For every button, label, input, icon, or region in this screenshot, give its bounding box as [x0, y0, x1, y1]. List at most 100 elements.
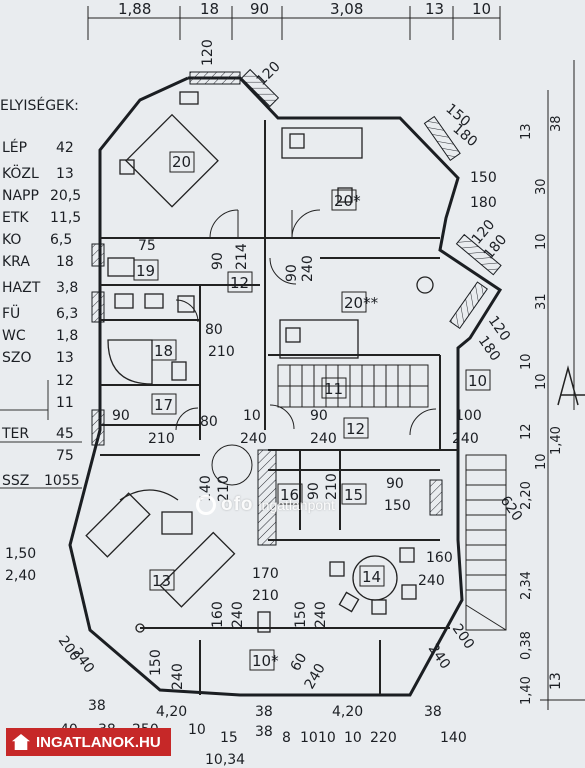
legend-name-5: KRA — [2, 254, 30, 270]
dim-24: 100 — [455, 408, 482, 424]
dim-42: 60 — [288, 651, 311, 674]
room-19: 19 — [136, 262, 155, 280]
dim-53: 10 — [188, 722, 206, 738]
outside-stair — [465, 454, 507, 631]
room-10-s: 10* — [252, 652, 279, 670]
dim-21: 240 — [240, 431, 267, 447]
right-dim-3: 10 — [534, 233, 549, 250]
legend-name-0: LÉP — [2, 139, 27, 156]
house-icon — [12, 734, 30, 750]
legend-val-4: 6,5 — [50, 232, 72, 248]
right-dim-9: 1,40 — [549, 426, 564, 455]
dim-16: 210 — [208, 344, 235, 360]
room-13: 13 — [152, 572, 171, 590]
dim-67: 210 — [324, 473, 340, 500]
dim-56: 8 — [282, 730, 291, 746]
room-11: 11 — [324, 380, 343, 398]
staircase — [277, 364, 429, 408]
dim-15: 80 — [205, 322, 223, 338]
right-dim-4: 31 — [534, 293, 549, 310]
top-dim-2: 18 — [200, 0, 219, 18]
right-dim-7: 12 — [519, 423, 534, 440]
furniture — [85, 91, 434, 633]
right-dim-1: 13 — [519, 123, 534, 140]
top-dimension-line — [87, 6, 501, 40]
legend-val-10: 12 — [56, 373, 74, 389]
dim-49: 38 — [255, 704, 273, 720]
dim-40: 160 — [426, 550, 453, 566]
north-arrow — [557, 365, 585, 406]
outer-walls — [68, 76, 503, 697]
right-dim-13: 1,40 — [519, 676, 534, 705]
dim-44: 150 — [148, 649, 164, 676]
dim-20: 10 — [243, 408, 261, 424]
room-20-e: 20** — [344, 294, 379, 312]
top-dimensions: 1,88 18 90 3,08 13 10 — [118, 0, 491, 18]
top-dim-1: 1,88 — [118, 0, 151, 18]
legend-val-1: 13 — [56, 166, 74, 182]
room-20-ne: 20* — [334, 192, 361, 210]
legend-val-13: 75 — [56, 448, 74, 464]
dim-34: 150 — [293, 601, 309, 628]
dim-11: 90 — [210, 252, 226, 270]
room-18: 18 — [154, 342, 173, 360]
dim-61: 38 — [424, 704, 442, 720]
dim-47: 38 — [88, 698, 106, 714]
dim-28: 1,50 — [5, 546, 36, 562]
dim-38: 200 — [449, 621, 477, 652]
dim-5: 180 — [470, 195, 497, 211]
dim-31: 210 — [252, 588, 279, 604]
top-dim-3: 90 — [250, 0, 269, 18]
legend-val-14: 1055 — [44, 473, 80, 489]
dim-17: 90 — [112, 408, 130, 424]
legend-val-11: 11 — [56, 395, 74, 411]
right-dim-6: 10 — [534, 373, 549, 390]
legend-val-5: 18 — [56, 254, 74, 270]
watermark-text-a: ofo — [221, 494, 254, 515]
inner-walls — [100, 120, 458, 695]
dim-25: 240 — [452, 431, 479, 447]
legend-val-6: 3,8 — [56, 280, 78, 296]
room-12-b: 12 — [346, 420, 365, 438]
room-20-nw: 20 — [172, 153, 191, 171]
brand-logo[interactable]: INGATLANOK.HU — [6, 728, 171, 756]
dim-69: 13 — [548, 672, 564, 690]
legend-val-7: 6,3 — [56, 306, 78, 322]
dim-13: 90 — [284, 264, 300, 282]
dim-54: 15 — [220, 730, 238, 746]
dim-19: 80 — [200, 414, 218, 430]
dim-45: 240 — [170, 663, 186, 690]
right-dimensions: 38 13 30 10 31 10 10 12 10 1,40 2,20 2,3… — [519, 115, 564, 705]
legend-val-0: 42 — [56, 140, 74, 156]
dim-29: 2,40 — [5, 568, 36, 584]
dim-4: 150 — [470, 170, 497, 186]
legend-name-3: ETK — [2, 210, 29, 226]
room-16: 16 — [280, 486, 299, 504]
legend-name-14: SSZ — [2, 473, 29, 489]
watermark-logo-icon — [196, 495, 216, 515]
dim-48: 4,20 — [332, 704, 363, 720]
right-dim-0: 38 — [549, 115, 564, 132]
dim-33: 240 — [230, 601, 246, 628]
dim-26: 90 — [386, 476, 404, 492]
right-dim-12: 0,38 — [519, 631, 534, 660]
right-dimension-line — [540, 60, 585, 710]
dim-60: 220 — [370, 730, 397, 746]
dimension-annotations: 120 120 150 180 150 180 120 180 120 180 … — [5, 39, 564, 768]
right-dim-10: 2,20 — [519, 481, 534, 510]
room-10-e: 10 — [468, 372, 487, 390]
legend-val-8: 1,8 — [56, 328, 78, 344]
dim-3: 180 — [449, 121, 480, 150]
dim-59: 10 — [344, 730, 362, 746]
room-14: 14 — [362, 568, 381, 586]
legend-name-4: KO — [2, 232, 21, 248]
dim-0: 120 — [200, 39, 216, 66]
dim-14: 240 — [300, 255, 316, 282]
watermark-text-b: ingatlanpont — [258, 497, 335, 513]
dim-12: 214 — [234, 243, 250, 270]
dim-10: 75 — [138, 238, 156, 254]
dim-41: 240 — [418, 573, 445, 589]
